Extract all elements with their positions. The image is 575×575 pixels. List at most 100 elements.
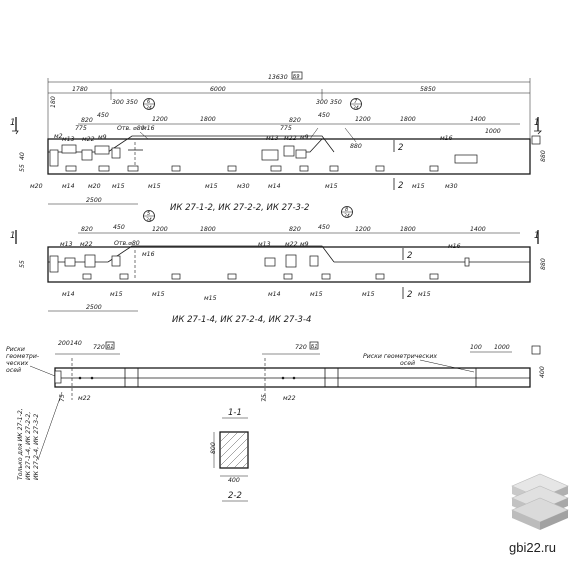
- plan-view: Риски геометри- ческих осей 200 140 720 …: [6, 340, 546, 480]
- mark-m9b: м9: [300, 134, 309, 141]
- title-group-a: ИК 27-1-2, ИК 27-2-2, ИК 27-3-2: [170, 203, 309, 213]
- dim-880b: 880: [540, 258, 547, 270]
- callout-6-sub: 34: [146, 105, 152, 111]
- callout-5: 5: [147, 211, 150, 217]
- dim-2500a: 2500: [86, 197, 102, 204]
- mark-m20b: м20: [88, 183, 101, 190]
- stacked-slabs-icon: [511, 473, 569, 530]
- plan-risk-right-1: Риски геометрических: [363, 353, 437, 360]
- elevation-top: 13630 Б9 1780 6000 5850 180 300 350 300 …: [10, 71, 547, 213]
- dim-775a: 775: [75, 125, 87, 132]
- mark-m14b: м14: [268, 183, 281, 190]
- dim-2500b: 2500: [86, 304, 102, 311]
- title-group-b: ИК 27-1-4, ИК 27-2-4, ИК 27-3-4: [172, 315, 311, 325]
- mark-m14a: м14: [62, 183, 75, 190]
- dim-450c: 450: [113, 224, 125, 231]
- dim-1000: 1000: [485, 128, 501, 135]
- dim-380: 880: [350, 143, 362, 150]
- only-note-3: ИК 27-2-4, ИК 27-3-2: [33, 414, 40, 480]
- elevation-middle: 5 34 8 34 820 450 1200 1800 820 450 1200…: [10, 206, 547, 325]
- dim-450b: 450: [318, 112, 330, 119]
- mark-m2: м2: [54, 133, 63, 140]
- risk-left-4: осей: [6, 367, 21, 374]
- dim-775b: 775: [280, 125, 292, 132]
- dim-overall-box: Б9: [293, 74, 300, 80]
- plan-dim-400: 400: [539, 366, 546, 378]
- dim-55: 55: [19, 164, 26, 172]
- mark-m16c: м16: [142, 251, 155, 258]
- only-note-1: Только для ИК 27-1-2,: [17, 408, 24, 480]
- mark-m16b: м16: [440, 135, 453, 142]
- callout-7: 7: [354, 99, 358, 105]
- dim-1800c: 1800: [200, 226, 216, 233]
- dim-1200b: 1200: [355, 116, 371, 123]
- mark-m13a: м13: [62, 136, 75, 143]
- section-dim-400: 400: [228, 477, 240, 484]
- risk-left-3: ческих: [6, 360, 29, 367]
- mark-m15f: м15: [110, 291, 123, 298]
- mark-m15b: м15: [148, 183, 161, 190]
- section-dim-800: 800: [210, 442, 217, 454]
- dim-1200d: 1200: [355, 226, 371, 233]
- section-views: 1-1 800 400 2-2: [210, 408, 249, 502]
- dim-1200c: 1200: [152, 226, 168, 233]
- mark-m22c: м22: [80, 241, 93, 248]
- plan-dim-720b: 720: [295, 344, 307, 351]
- mark-m15d: м15: [325, 183, 338, 190]
- mark-m20a: м20: [30, 183, 43, 190]
- dim-450d: 450: [318, 224, 330, 231]
- callout-8-sub: 34: [344, 213, 350, 219]
- plan-risk-right-2: осей: [400, 360, 415, 367]
- mark-m15e: м15: [412, 183, 425, 190]
- plan-dim-200: 200: [58, 340, 70, 347]
- mark-m16d: м16: [448, 243, 461, 250]
- plan-dim-720a: 720: [93, 344, 105, 351]
- label-2-a: 2: [398, 143, 403, 153]
- label-2-c: 2: [407, 251, 412, 261]
- dim-300a: 300: [112, 99, 124, 106]
- dim-820b: 820: [289, 117, 301, 124]
- dim-1400b: 1400: [470, 226, 486, 233]
- section-1-left-b: 1: [10, 231, 15, 241]
- mark-m22b: м22: [284, 135, 297, 142]
- dim-300b: 300: [316, 99, 328, 106]
- dim-1800b: 1800: [400, 116, 416, 123]
- risk-left-2: геометри-: [6, 353, 39, 360]
- plan-mark-m22a: м22: [78, 395, 91, 402]
- mark-m13b: м13: [266, 135, 279, 142]
- mark-m15c: м15: [205, 183, 218, 190]
- dim-880: 880: [540, 150, 547, 162]
- mark-m9a: м9: [98, 134, 107, 141]
- section-title-1-1: 1-1: [228, 408, 242, 418]
- only-note-2: ИК 27-1-4, ИК 27-2-2,: [25, 412, 32, 480]
- mark-m15j: м15: [362, 291, 375, 298]
- section-title-2-2: 2-2: [228, 491, 242, 501]
- mark-m30a: м30: [237, 183, 250, 190]
- dim-820d: 820: [289, 226, 301, 233]
- dim-6000: 6000: [210, 86, 226, 93]
- mark-m22a: м22: [82, 136, 95, 143]
- mark-m13d: м13: [258, 241, 271, 248]
- dim-350b: 350: [330, 99, 342, 106]
- plan-box-b1b: Б1: [311, 344, 318, 350]
- label-2-d: 2: [407, 290, 412, 300]
- section-1-left-a: 1: [10, 118, 15, 128]
- mark-m15h: м15: [204, 295, 217, 302]
- dim-1800d: 1800: [400, 226, 416, 233]
- mark-m14c: м14: [62, 291, 75, 298]
- dim-55b: 55: [19, 260, 26, 268]
- callout-7-sub: 34: [353, 105, 359, 111]
- risk-left-1: Риски: [6, 346, 25, 353]
- mark-m15k: м15: [418, 291, 431, 298]
- mark-m15i: м15: [310, 291, 323, 298]
- plan-dim-75a: 75: [59, 394, 66, 402]
- dim-40: 40: [19, 152, 26, 160]
- dim-1800a: 1800: [200, 116, 216, 123]
- plan-dim-140: 140: [70, 340, 82, 347]
- label-2-b: 2: [398, 181, 403, 191]
- mark-otv2: Отв.⌀80: [114, 240, 140, 247]
- mark-m30b: м30: [445, 183, 458, 190]
- plan-dim-100: 100: [470, 344, 482, 351]
